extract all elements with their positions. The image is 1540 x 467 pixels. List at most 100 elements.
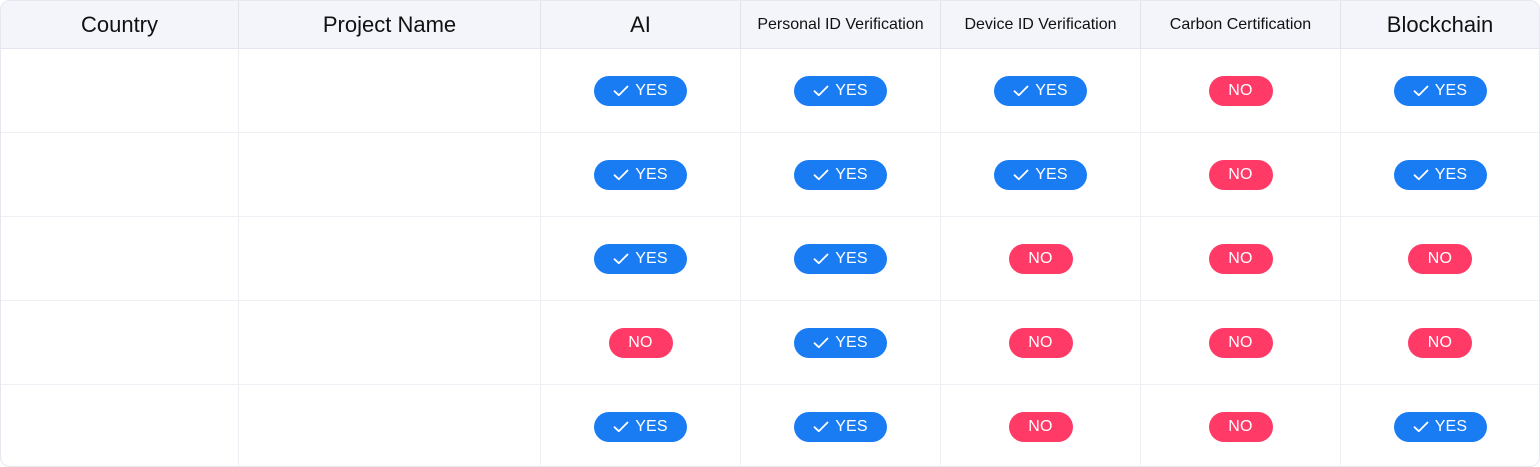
column-header-ai: AI	[541, 1, 741, 48]
table-row: YES YES NO NO YES	[1, 385, 1539, 466]
badge-label: NO	[1427, 333, 1453, 351]
personal-id-cell: YES	[741, 133, 941, 216]
carbon-cert-cell: NO	[1141, 133, 1341, 216]
no-badge: NO	[608, 327, 673, 358]
badge-label: NO	[1228, 333, 1253, 351]
no-badge: NO	[1208, 159, 1273, 190]
table-row: NO YES NO NO NO	[1, 301, 1539, 385]
check-icon	[613, 85, 629, 96]
badge-label: YES	[1035, 165, 1068, 183]
check-icon	[813, 337, 829, 348]
column-header-carbon-certification: Carbon Certification	[1141, 1, 1341, 48]
check-icon	[813, 85, 829, 96]
check-icon	[1413, 169, 1429, 180]
project-name-cell	[239, 49, 541, 132]
country-cell	[1, 49, 239, 132]
project-name-cell	[239, 385, 541, 466]
table-row: YES YES YES NO YES	[1, 133, 1539, 217]
badge-label: YES	[835, 333, 868, 351]
yes-badge: YES	[594, 411, 687, 442]
blockchain-cell: YES	[1341, 133, 1539, 216]
badge-label: NO	[1028, 333, 1053, 351]
device-id-cell: NO	[941, 301, 1141, 384]
yes-badge: YES	[794, 243, 887, 274]
carbon-cert-cell: NO	[1141, 301, 1341, 384]
project-name-cell	[239, 301, 541, 384]
device-id-cell: NO	[941, 385, 1141, 466]
badge-label: NO	[1028, 417, 1053, 435]
column-header-blockchain: Blockchain	[1386, 11, 1494, 37]
no-badge: NO	[1408, 243, 1472, 274]
check-icon	[613, 169, 629, 180]
country-cell	[1, 133, 239, 216]
project-name-cell	[239, 217, 541, 300]
yes-badge: YES	[1393, 411, 1487, 442]
badge-label: YES	[1434, 81, 1468, 99]
check-icon	[813, 169, 829, 180]
yes-badge: YES	[594, 75, 687, 106]
no-badge: NO	[1008, 411, 1073, 442]
badge-label: YES	[1434, 417, 1468, 435]
ai-cell: YES	[541, 385, 741, 466]
device-id-cell: YES	[941, 49, 1141, 132]
yes-badge: YES	[994, 75, 1087, 106]
carbon-cert-cell: NO	[1141, 385, 1341, 466]
ai-cell: YES	[541, 133, 741, 216]
project-name-cell	[239, 133, 541, 216]
badge-label: NO	[1228, 81, 1253, 99]
check-icon	[813, 421, 829, 432]
badge-label: NO	[1228, 165, 1253, 183]
no-badge: NO	[1208, 411, 1273, 442]
no-badge: NO	[1208, 243, 1273, 274]
device-id-cell: NO	[941, 217, 1141, 300]
device-id-cell: YES	[941, 133, 1141, 216]
badge-label: NO	[628, 333, 653, 351]
no-badge: NO	[1408, 327, 1472, 358]
country-cell	[1, 217, 239, 300]
personal-id-cell: YES	[741, 385, 941, 466]
country-cell	[1, 301, 239, 384]
yes-badge: YES	[594, 243, 687, 274]
column-header-personal-id-verification: Personal ID Verification	[741, 1, 941, 48]
carbon-cert-cell: NO	[1141, 217, 1341, 300]
yes-badge: YES	[794, 411, 887, 442]
blockchain-cell: NO	[1341, 217, 1539, 300]
ai-cell: YES	[541, 217, 741, 300]
badge-label: NO	[1427, 249, 1453, 267]
badge-label: YES	[1035, 81, 1068, 99]
table-row: YES YES NO NO NO	[1, 217, 1539, 301]
badge-label: NO	[1228, 249, 1253, 267]
check-icon	[1013, 169, 1029, 180]
yes-badge: YES	[794, 159, 887, 190]
table-header: Country Project Name AI Personal ID Veri…	[1, 1, 1539, 49]
carbon-cert-cell: NO	[1141, 49, 1341, 132]
blockchain-cell: YES	[1341, 49, 1539, 132]
check-icon	[813, 253, 829, 264]
badge-label: YES	[635, 417, 668, 435]
blockchain-cell: NO	[1341, 301, 1539, 384]
yes-badge: YES	[994, 159, 1087, 190]
badge-label: YES	[635, 165, 668, 183]
column-header-country: Country	[1, 1, 239, 48]
no-badge: NO	[1208, 327, 1273, 358]
country-cell	[1, 385, 239, 466]
badge-label: NO	[1028, 249, 1053, 267]
column-header-device-id-verification: Device ID Verification	[941, 1, 1141, 48]
badge-label: YES	[635, 81, 668, 99]
ai-cell: YES	[541, 49, 741, 132]
badge-label: YES	[835, 417, 868, 435]
blockchain-cell: YES	[1341, 385, 1539, 466]
yes-badge: YES	[794, 327, 887, 358]
column-header-project-name: Project Name	[239, 1, 541, 48]
no-badge: NO	[1008, 243, 1073, 274]
badge-label: YES	[835, 249, 868, 267]
ai-cell: NO	[541, 301, 741, 384]
yes-badge: YES	[1393, 159, 1487, 190]
check-icon	[1413, 85, 1429, 96]
check-icon	[613, 253, 629, 264]
badge-label: YES	[635, 249, 668, 267]
yes-badge: YES	[594, 159, 687, 190]
check-icon	[1413, 421, 1429, 432]
